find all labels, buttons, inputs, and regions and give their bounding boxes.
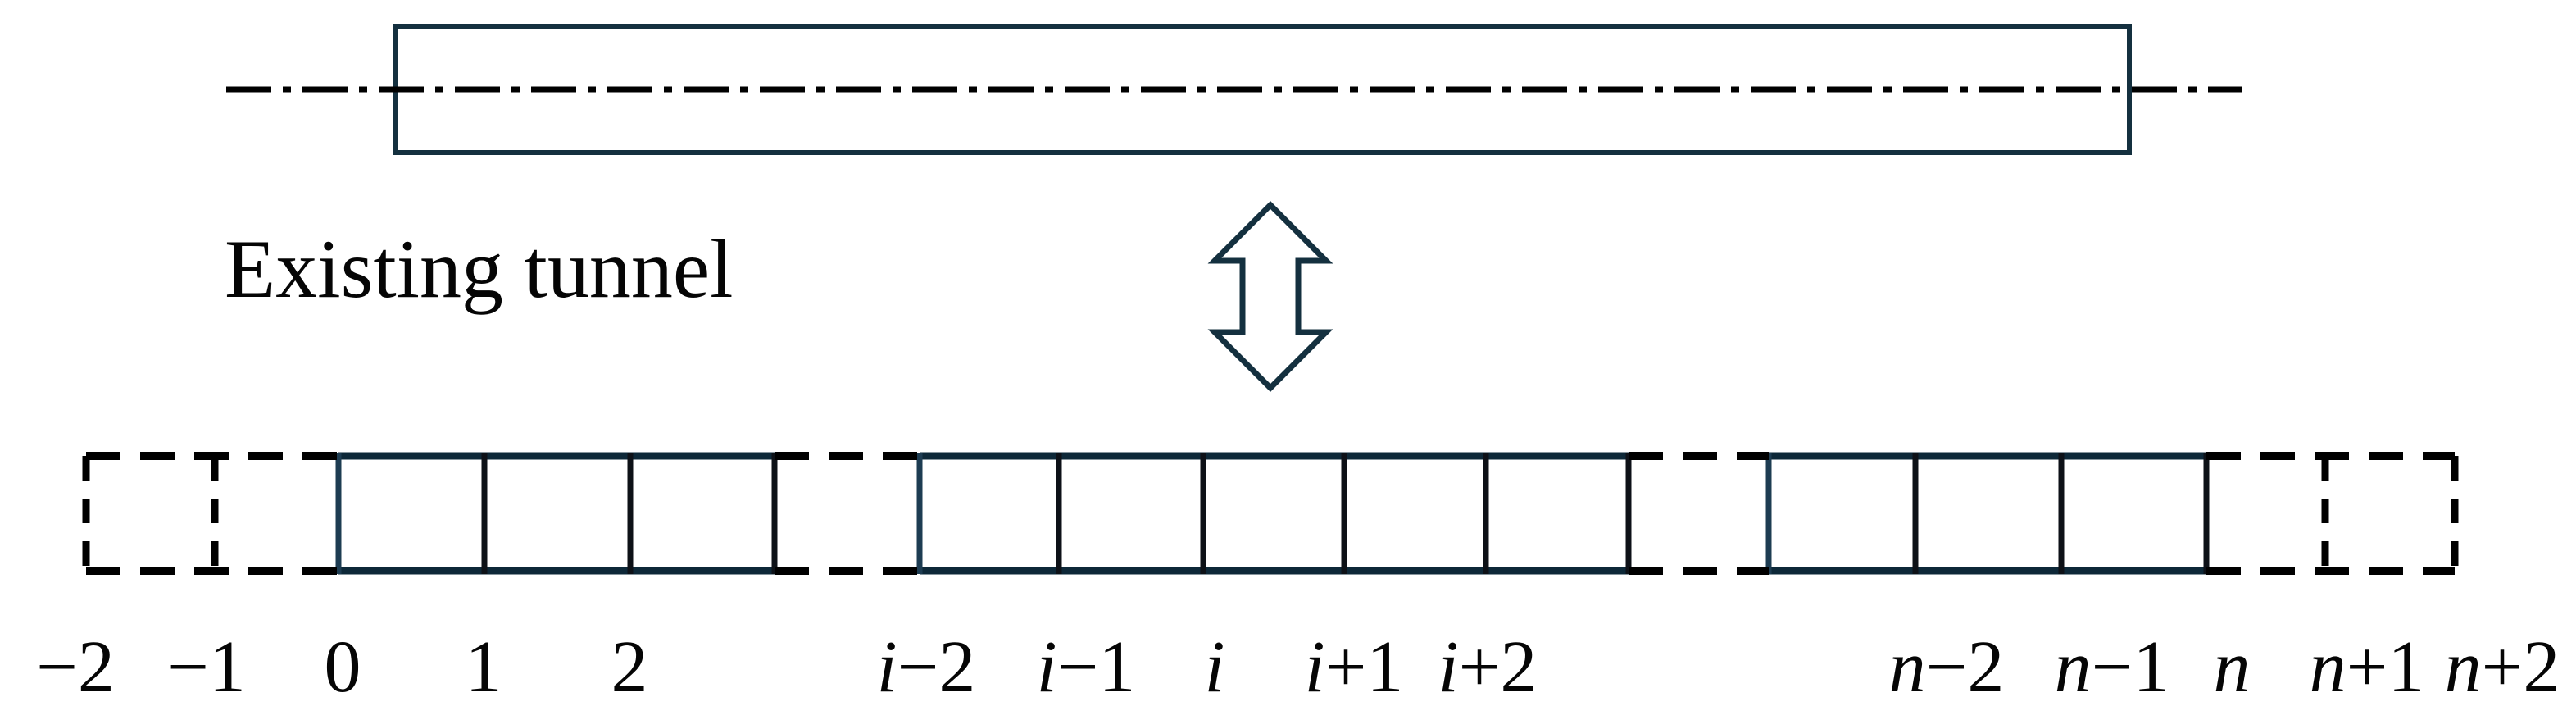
ring-label: −2 — [36, 627, 115, 708]
ring-label: 0 — [325, 627, 361, 708]
ring-label: n−1 — [2055, 627, 2170, 708]
ring-label: i−1 — [1037, 627, 1136, 708]
ring-label: i−2 — [877, 627, 976, 708]
existing-tunnel-group — [226, 24, 2242, 155]
ring-label: 2 — [611, 627, 648, 708]
ring-label: n — [2214, 627, 2251, 708]
ring-label: n+2 — [2445, 627, 2560, 708]
ring-label: i+2 — [1438, 627, 1538, 708]
ring-label: i — [1204, 627, 1224, 708]
ring-label: i+1 — [1305, 627, 1404, 708]
ring-label: −1 — [167, 627, 246, 708]
interaction-double-arrow-group — [1207, 201, 1333, 392]
ring-label: 1 — [466, 627, 502, 708]
ring-label: n+1 — [2310, 627, 2425, 708]
segmented-tunnel-bar-group — [82, 452, 2459, 575]
ring-label: n−2 — [1889, 627, 2005, 708]
existing-tunnel-label: Existing tunnel — [225, 223, 733, 316]
double-headed-arrow — [1207, 201, 1333, 392]
